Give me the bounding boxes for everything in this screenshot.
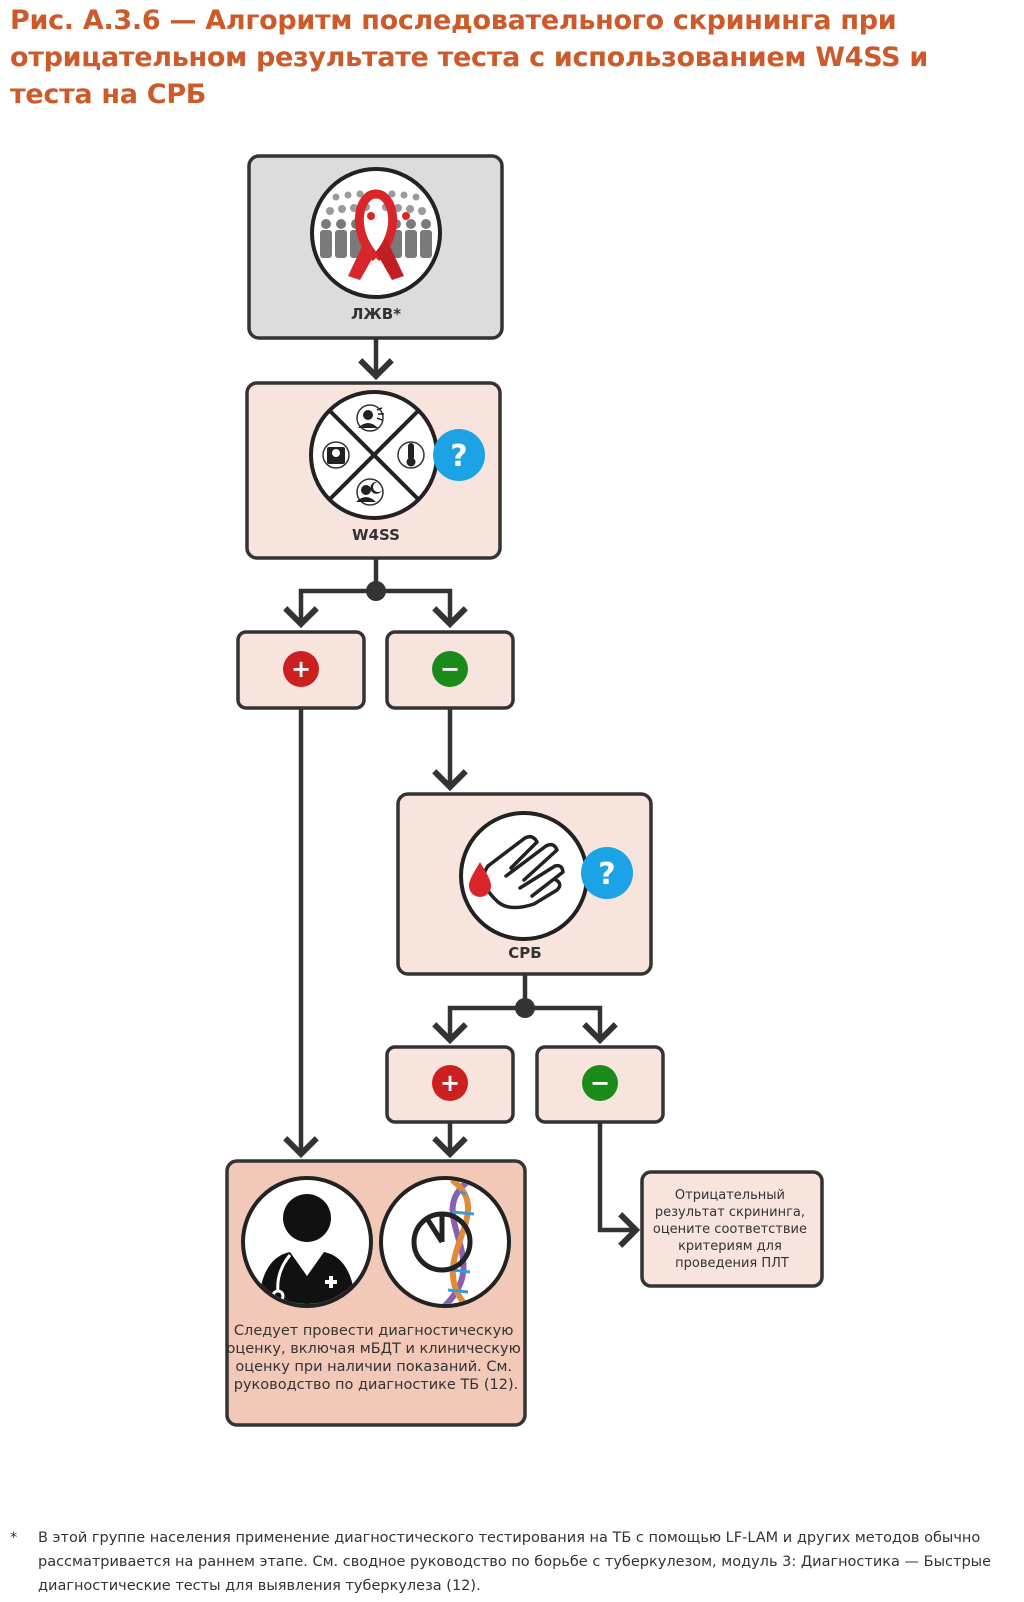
w4ss-label: W4SS: [352, 526, 400, 544]
svg-text:−: −: [440, 655, 460, 683]
page-title: Рис. А.3.6 — Алгоритм последовательного …: [10, 5, 929, 110]
arrow-crp-to-positive: [432, 1005, 525, 1045]
plus-icon: [432, 1065, 468, 1101]
connectors: [283, 338, 641, 1248]
arrow-crp-negative-to-result: [597, 1122, 641, 1248]
node-crp: ? СРБ: [396, 792, 653, 976]
people-group-icon: [320, 190, 432, 258]
w4ss-question-mark: ?: [450, 439, 467, 474]
negative-screening-text: Отрицательный результат скрининга, оцени…: [653, 1188, 811, 1271]
night-sweats-icon: [356, 478, 384, 506]
node-negative-screening: Отрицательный результат скрининга, оцени…: [640, 1170, 824, 1288]
plus-icon: [283, 651, 319, 687]
w4ss-positive-result: +: [236, 630, 366, 710]
blood-drop-icon: [469, 862, 491, 897]
doctor-icon: [258, 1194, 356, 1304]
minus-icon: [432, 651, 468, 687]
crp-negative-result: −: [535, 1045, 665, 1124]
question-icon: [433, 429, 485, 481]
hiv-ribbon-icon: [348, 189, 404, 280]
junction-dot: [366, 581, 386, 601]
minus-icon: [582, 1065, 618, 1101]
crp-label: СРБ: [508, 944, 541, 962]
weight-scale-icon: [322, 441, 350, 469]
svg-text:+: +: [291, 655, 311, 683]
node-diagnostic-evaluation: Следует провести диагностическую оценку,…: [225, 1159, 527, 1427]
crp-question-mark: ?: [598, 857, 615, 892]
crp-positive-result: +: [385, 1045, 515, 1124]
node-plhiv: ЛЖВ*: [247, 154, 504, 340]
svg-text:+: +: [440, 1069, 460, 1097]
dna-test-icon: [411, 1180, 475, 1304]
question-icon: [581, 847, 633, 899]
junction-dot: [515, 998, 535, 1018]
thermometer-icon: [397, 441, 425, 469]
svg-text:−: −: [590, 1069, 610, 1097]
plhiv-label: ЛЖВ*: [351, 305, 401, 323]
arrow-w4ss-to-negative: [376, 588, 468, 629]
arrow-crp-to-negative: [525, 1005, 618, 1045]
w4ss-negative-result: −: [385, 630, 515, 710]
footnote-mark: *: [10, 1530, 18, 1546]
footnote: * В этой группе населения применение диа…: [10, 1526, 1010, 1598]
diagnostic-text: Следует провести диагностическую оценку,…: [227, 1323, 526, 1393]
arrow-w4ss-to-positive: [283, 588, 376, 629]
footnote-text: В этой группе населения применение диагн…: [38, 1530, 992, 1594]
flowchart: ЛЖВ* ? W4SS: [225, 154, 824, 1427]
node-w4ss: ? W4SS: [245, 381, 502, 560]
cough-icon: [356, 404, 384, 432]
